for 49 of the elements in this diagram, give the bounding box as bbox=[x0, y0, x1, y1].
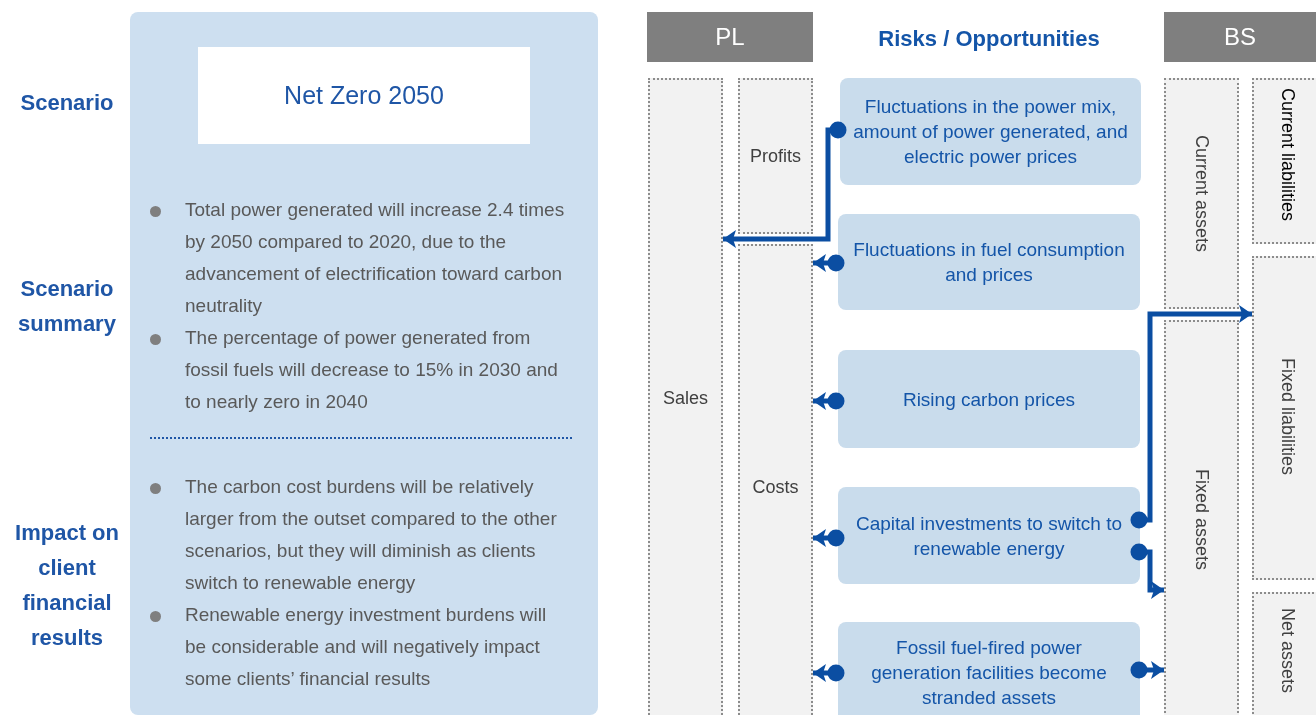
bullet-text: Renewable energy investment burdens will be considerable and will negatively impact some clients’ financial results bbox=[185, 603, 548, 691]
account-column bbox=[1252, 78, 1316, 244]
risk-box bbox=[840, 78, 1141, 185]
account-label: Net assets bbox=[1276, 608, 1299, 694]
row-heading: Scenario summary bbox=[17, 275, 117, 338]
account-column bbox=[1252, 592, 1316, 715]
account-column bbox=[648, 78, 723, 715]
column-heading: Risks / Opportunities bbox=[877, 25, 1101, 53]
account-column bbox=[738, 78, 813, 234]
row-heading: Impact on client financial results bbox=[14, 519, 120, 652]
account-label: Fixed liabilities bbox=[1276, 358, 1299, 476]
arrow bbox=[813, 664, 845, 682]
arrow bbox=[1130, 305, 1252, 529]
row-heading: Scenario bbox=[19, 89, 115, 117]
risk-text: Capital investments to switch to renewable energy bbox=[854, 511, 1124, 561]
scenario-panel bbox=[130, 12, 598, 715]
header-bar bbox=[647, 12, 813, 62]
bullet-text: Total power generated will increase 2.4 times by 2050 compared to 2020, due to the advancement of electrification toward carbon neutrality bbox=[185, 198, 566, 318]
account-label: Current liabilities bbox=[1276, 88, 1299, 222]
bullet-text: The percentage of power generated from fossil fuels will decrease to 15% in 2030 and to nearly zero in 2040 bbox=[185, 326, 559, 414]
account-label: Profits bbox=[750, 144, 801, 168]
arrow bbox=[813, 529, 845, 547]
account-label: Costs bbox=[752, 476, 799, 499]
risk-box bbox=[838, 622, 1140, 715]
account-label: Fixed assets bbox=[1191, 469, 1213, 571]
scenario-name: Net Zero 2050 bbox=[284, 79, 444, 111]
header-label: BS bbox=[1224, 22, 1256, 52]
bullet-text: The carbon cost burdens will be relatively larger from the outset compared to the other scenarios, but they will diminish as clients switch to renewable energy bbox=[185, 475, 558, 595]
account-column bbox=[738, 244, 813, 715]
scenario-card bbox=[198, 47, 530, 144]
arrow bbox=[813, 254, 845, 272]
risk-box bbox=[838, 487, 1140, 584]
arrow bbox=[1130, 543, 1164, 599]
risk-box bbox=[838, 350, 1140, 448]
arrow bbox=[813, 392, 845, 410]
account-label: Current assets bbox=[1191, 134, 1213, 252]
account-column bbox=[1252, 256, 1316, 580]
risk-text: Fluctuations in the power mix, amount of power generated, and electric power prices bbox=[852, 95, 1129, 169]
arrow bbox=[723, 121, 847, 248]
risk-text: Fluctuations in fuel consumption and prices bbox=[852, 238, 1126, 287]
account-column bbox=[1164, 320, 1239, 715]
account-label: Sales bbox=[663, 386, 708, 410]
risk-text: Fossil fuel-fired power generation facilities become stranded assets bbox=[870, 635, 1108, 710]
risk-box bbox=[838, 214, 1140, 310]
header-bar bbox=[1164, 12, 1316, 62]
arrow bbox=[1130, 661, 1164, 679]
risk-text: Rising carbon prices bbox=[902, 387, 1076, 412]
header-label: PL bbox=[715, 22, 745, 52]
account-column bbox=[1164, 78, 1239, 309]
